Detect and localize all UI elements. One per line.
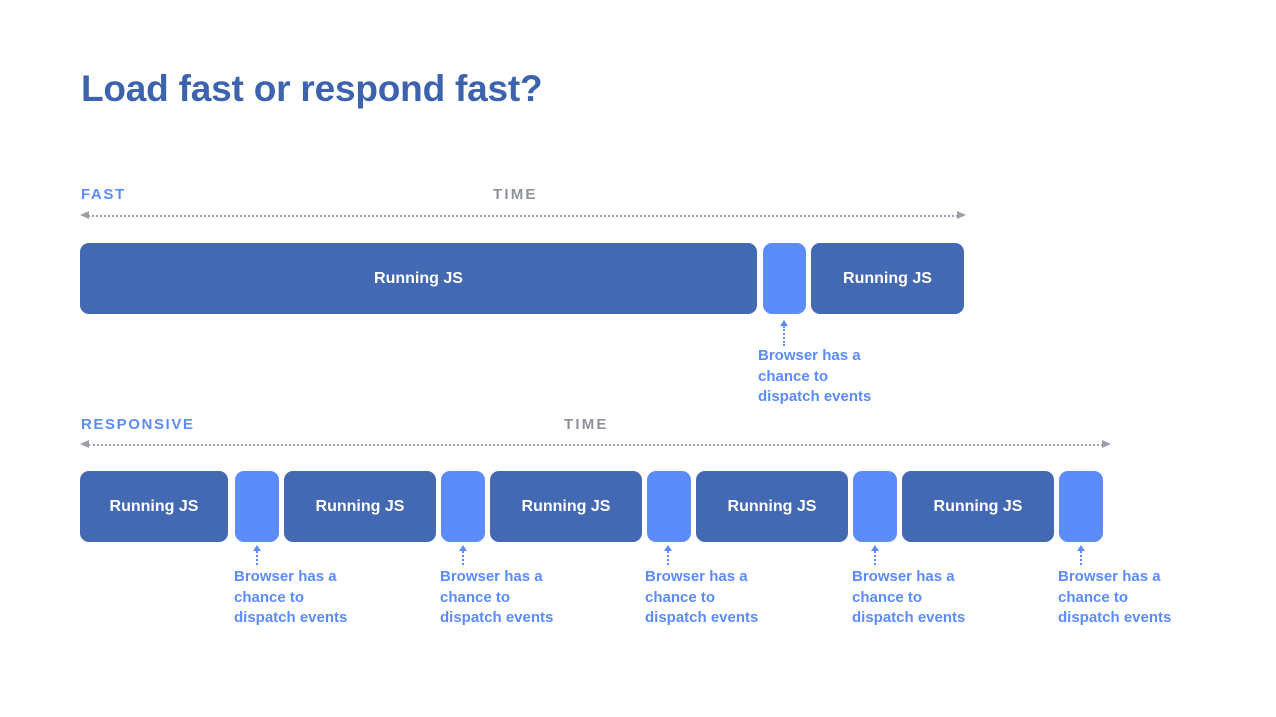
callout-text: Browser has a chance to dispatch events bbox=[1058, 568, 1172, 626]
block-running-js[interactable]: Running JS bbox=[490, 471, 642, 542]
callout-arrow-up-icon bbox=[780, 320, 788, 326]
axis-arrow-right-icon bbox=[1102, 440, 1111, 448]
page-title: Load fast or respond fast? bbox=[81, 68, 543, 109]
block-gap[interactable] bbox=[441, 471, 485, 542]
axis-arrow-left-icon bbox=[80, 440, 89, 448]
callout-stem bbox=[1080, 551, 1082, 565]
block-running-js[interactable]: Running JS bbox=[80, 471, 228, 542]
time-axis-label-responsive: TIME bbox=[564, 416, 609, 433]
block-label: Running JS bbox=[843, 269, 932, 287]
callout-text: Browser has a chance to dispatch events bbox=[758, 347, 872, 405]
block-running-js[interactable]: Running JS bbox=[696, 471, 848, 542]
callout-stem bbox=[874, 551, 876, 565]
block-running-js[interactable]: Running JS bbox=[80, 243, 757, 314]
callout-text: Browser has a chance to dispatch events bbox=[440, 568, 554, 626]
section-label-responsive: RESPONSIVE bbox=[81, 416, 195, 433]
time-axis-fast bbox=[80, 211, 966, 220]
time-axis-responsive bbox=[80, 440, 1111, 449]
block-label: Running JS bbox=[374, 269, 463, 287]
axis-dotted-line bbox=[88, 444, 1103, 446]
block-gap[interactable] bbox=[763, 243, 806, 314]
callout-text: Browser has a chance to dispatch events bbox=[645, 568, 759, 626]
block-gap[interactable] bbox=[235, 471, 279, 542]
callout-arrow-up-icon bbox=[459, 545, 467, 551]
block-gap[interactable] bbox=[853, 471, 897, 542]
callout-text: Browser has a chance to dispatch events bbox=[852, 568, 966, 626]
callout-arrow-up-icon bbox=[664, 545, 672, 551]
axis-arrow-left-icon bbox=[80, 211, 89, 219]
callout-text: Browser has a chance to dispatch events bbox=[234, 568, 348, 626]
callout-arrow-up-icon bbox=[871, 545, 879, 551]
block-label: Running JS bbox=[933, 497, 1023, 515]
block-gap[interactable] bbox=[1059, 471, 1103, 542]
callout-stem bbox=[783, 326, 785, 346]
axis-arrow-right-icon bbox=[957, 211, 966, 219]
block-running-js[interactable]: Running JS bbox=[902, 471, 1054, 542]
block-running-js[interactable]: Running JS bbox=[811, 243, 964, 314]
block-label: Running JS bbox=[727, 497, 817, 515]
block-label: Running JS bbox=[109, 497, 199, 515]
callout-arrow-up-icon bbox=[253, 545, 261, 551]
block-running-js[interactable]: Running JS bbox=[284, 471, 436, 542]
callout-stem bbox=[256, 551, 258, 565]
block-gap[interactable] bbox=[647, 471, 691, 542]
section-label-fast: FAST bbox=[81, 186, 126, 203]
time-axis-label-fast: TIME bbox=[493, 186, 538, 203]
block-label: Running JS bbox=[521, 497, 611, 515]
axis-dotted-line bbox=[88, 215, 958, 217]
block-label: Running JS bbox=[315, 497, 405, 515]
callout-stem bbox=[667, 551, 669, 565]
callout-stem bbox=[462, 551, 464, 565]
callout-arrow-up-icon bbox=[1077, 545, 1085, 551]
